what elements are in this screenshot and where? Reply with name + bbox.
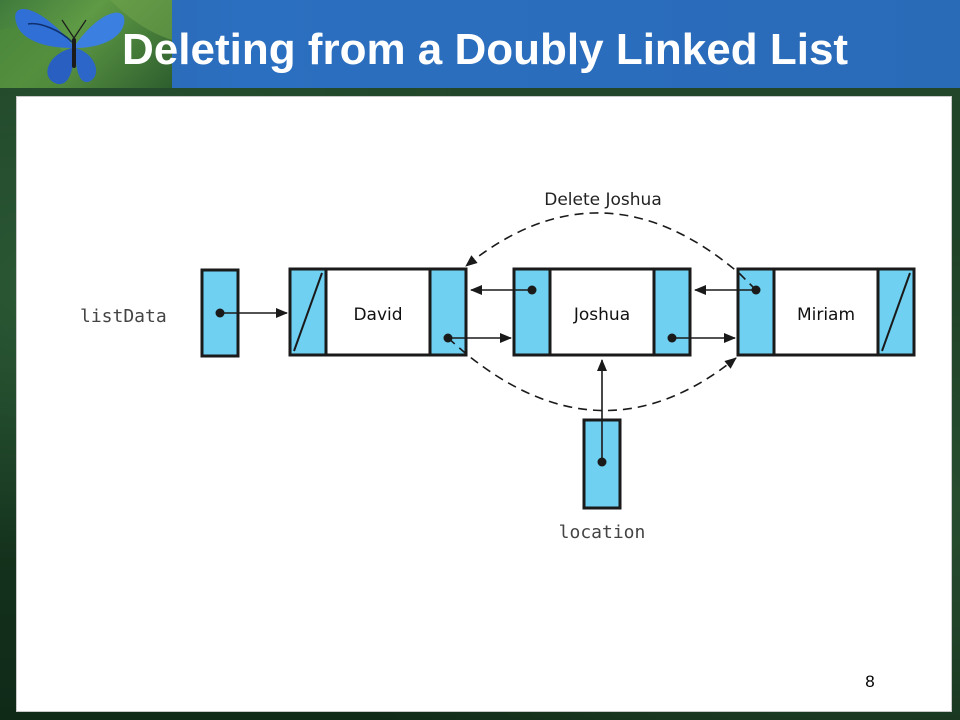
page-number: 8 [865, 672, 875, 691]
miriam-back-field [736, 267, 776, 357]
delete-annotation: Delete Joshua [544, 190, 662, 210]
node-miriam [736, 267, 916, 357]
david-next-field [428, 267, 468, 357]
joshua-back-field [512, 267, 552, 357]
joshua-next-field [652, 267, 692, 357]
butterfly-icon [0, 0, 172, 88]
doubly-linked-list-diagram: listData David Joshua Miriam Delete Josh… [80, 190, 916, 543]
node-david [288, 267, 468, 357]
bypass-next-arrow [447, 337, 737, 412]
node-value-david: David [353, 305, 402, 325]
joshua-info-field [548, 267, 656, 357]
listData-label: listData [80, 306, 167, 327]
title-bar: Deleting from a Doubly Linked List [0, 0, 960, 88]
node-value-joshua: Joshua [573, 305, 630, 325]
node-value-miriam: Miriam [797, 305, 855, 325]
david-back-null [293, 272, 323, 352]
miriam-info-field [772, 267, 880, 357]
node-joshua [512, 267, 692, 357]
bypass-back-arrow [465, 212, 757, 291]
slide-title: Deleting from a Doubly Linked List [122, 25, 849, 74]
content-panel [16, 96, 952, 712]
butterfly-logo [0, 0, 172, 88]
miriam-next-null [881, 272, 911, 352]
location-label: location [559, 522, 646, 543]
